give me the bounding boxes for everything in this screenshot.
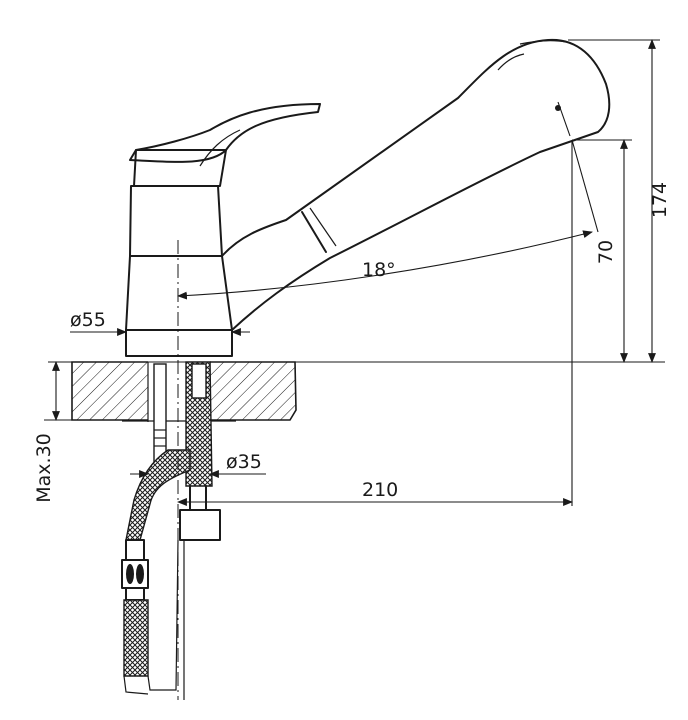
dim-swivel-angle: 18° (177, 139, 599, 300)
dim-18-label: 18° (362, 259, 396, 281)
dim-base-diameter: ø55 (70, 309, 250, 336)
dim-spout-height: 70 (572, 139, 632, 363)
spout (221, 38, 611, 331)
dim-hole-diameter: ø35 (130, 451, 266, 478)
dim-55-label: ø55 (70, 309, 106, 331)
dim-reach: 210 (177, 140, 573, 506)
supply-hoses (121, 361, 221, 700)
faucet-body (125, 103, 321, 357)
dim-210-label: 210 (362, 479, 398, 501)
dim-70-label: 70 (595, 240, 617, 264)
dim-174-label: 174 (649, 182, 671, 218)
dim-max-thickness: Max.30 (33, 361, 122, 503)
dim-max30-label: Max.30 (33, 433, 55, 503)
dim-total-height: 174 (568, 39, 671, 363)
countertop-section (71, 360, 297, 422)
dim-35-label: ø35 (226, 451, 262, 473)
